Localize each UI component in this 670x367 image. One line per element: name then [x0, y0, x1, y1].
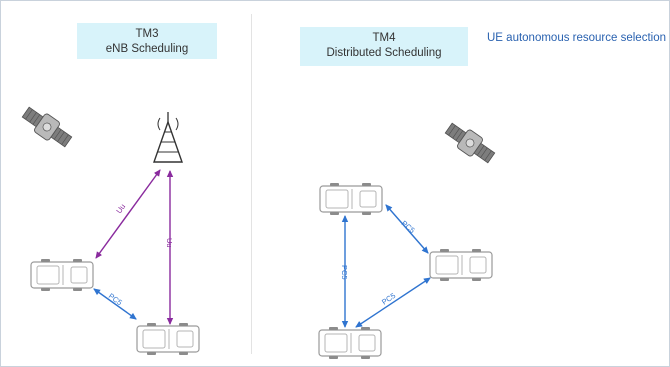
- tm3-title: TM3: [135, 28, 159, 40]
- tm4-vehicle-bottom: [318, 326, 382, 360]
- tm4-pc5-label-bottom: PC5: [380, 291, 397, 307]
- tm4-pc5-label-top: PC5: [400, 219, 417, 235]
- tm3-satellite-icon: [18, 102, 76, 152]
- panel-divider: [251, 14, 252, 354]
- tm3-vehicle-left: [30, 258, 94, 292]
- tm3-title-box: TM3 eNB Scheduling: [77, 23, 217, 59]
- tm3-vehicle-right: [136, 322, 200, 356]
- tm4-vehicle-top: [319, 182, 383, 216]
- tm3-pc5-link: [93, 288, 137, 320]
- tm3-uu-label-left: Uu: [114, 202, 127, 215]
- tm3-uu-link-left: [95, 169, 161, 259]
- tm3-subtitle: eNB Scheduling: [105, 43, 189, 55]
- tm4-pc5-link-bottom: [355, 277, 431, 328]
- tm3-pc5-label: PC5: [107, 291, 124, 307]
- tm4-vehicle-right: [429, 248, 493, 282]
- tm4-pc5-link-top: [385, 204, 429, 254]
- tm4-satellite-icon: [441, 118, 499, 168]
- tm4-title-box: TM4 Distributed Scheduling: [300, 27, 468, 66]
- tm4-subtitle: Distributed Scheduling: [326, 47, 442, 59]
- tm3-uu-label-right: Uu: [165, 238, 174, 248]
- tm4-pc5-label-left: PC5: [340, 265, 349, 280]
- tm4-note: UE autonomous resource selection: [487, 32, 666, 44]
- tm3-enb-tower-icon: [153, 112, 183, 163]
- tm4-title: TM4: [372, 32, 396, 44]
